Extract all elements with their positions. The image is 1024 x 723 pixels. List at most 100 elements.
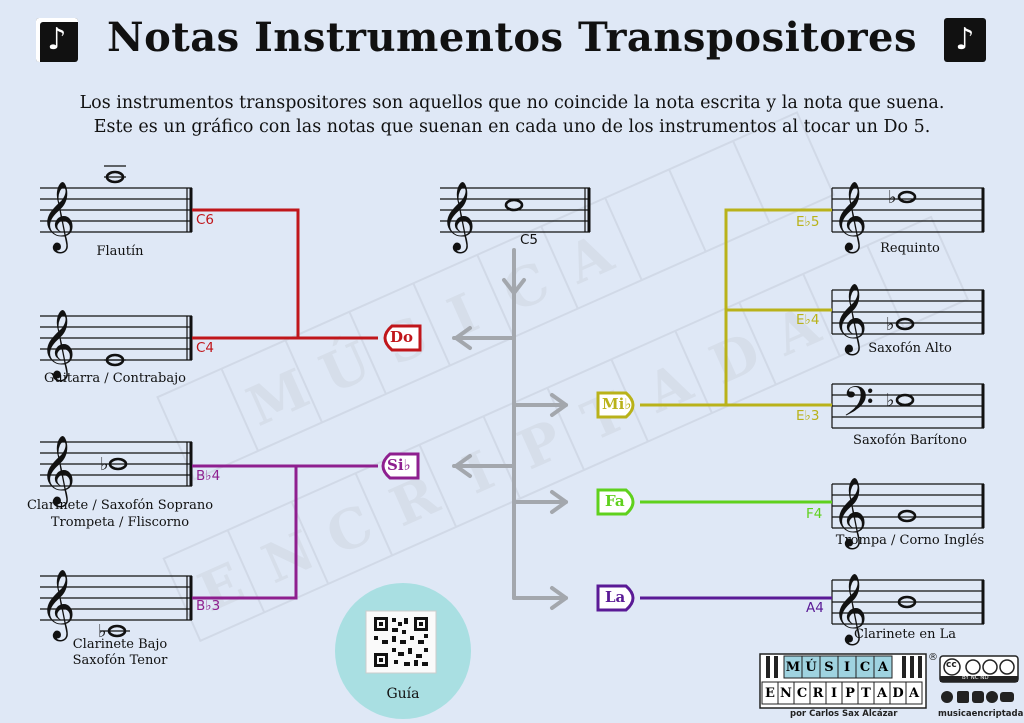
svg-text:C: C (317, 492, 382, 568)
logo (759, 653, 927, 709)
instrument-trompa: Trompa / Corno Inglés (835, 533, 985, 548)
instrument-clarinete-1: Clarinete / Saxofón Soprano (26, 498, 214, 513)
instrument-saxo-alto: Saxofón Alto (868, 341, 952, 356)
treble-clef-icon: 𝄞 (440, 181, 475, 253)
qr-label: Guía (386, 686, 420, 702)
flat-icon: ♭ (886, 314, 895, 335)
instrument-clarinete-la: Clarinete en La (854, 627, 956, 642)
svg-text:Ú: Ú (311, 328, 380, 406)
gate-label-fa: Fa (605, 492, 625, 510)
flat-icon: ♭ (888, 187, 897, 208)
gray-connectors (452, 248, 568, 610)
treble-clef-icon: 𝄞 (40, 569, 75, 641)
logo-letter: S (824, 660, 834, 675)
logo-letter: N (780, 686, 792, 701)
flat-icon: ♭ (100, 454, 109, 475)
logo-letter: C (796, 686, 808, 701)
gate-mib (596, 391, 635, 419)
cc-license-badge[interactable] (939, 655, 1019, 683)
instrument-flautin: Flautín (96, 244, 144, 259)
qr-code-icon[interactable] (374, 617, 428, 667)
wires-do (192, 208, 378, 340)
cc-badge-labels: BY NC ND (962, 675, 989, 681)
logo-letter: C (859, 660, 871, 675)
page-title: Notas Instrumentos Transpositores (107, 14, 917, 61)
intro-line-1: Los instrumentos transpositores son aque… (79, 93, 945, 113)
logo-letter: I (843, 660, 851, 675)
wires-sib (192, 464, 378, 600)
note-clarinete-bajo: B♭3 (196, 598, 221, 614)
note-requinto: E♭5 (796, 214, 820, 230)
logo-row-2: E N C R I P T A D A (762, 683, 922, 705)
staff-trompa (831, 483, 985, 529)
logo-letter: R (812, 686, 824, 701)
logo-letter: A (877, 660, 889, 675)
gate-sib (381, 452, 420, 480)
treble-clef-icon: 𝄞 (832, 573, 867, 645)
logo-letter: T (861, 686, 871, 701)
gate-do (383, 324, 422, 352)
gate-la (596, 584, 635, 612)
staff-clarinete-bajo (40, 575, 193, 632)
svg-text:A: A (636, 349, 702, 425)
whole-note (105, 353, 125, 367)
staff-clarinete (40, 441, 193, 487)
treble-clef-icon: 𝄞 (832, 181, 867, 253)
logo-letter: A (908, 686, 920, 701)
logo-letter: A (876, 686, 888, 701)
whole-note (897, 595, 917, 609)
treble-clef-icon: 𝄞 (832, 477, 867, 549)
note-saxo-baritono: E♭3 (796, 408, 820, 424)
svg-text:D: D (700, 319, 769, 397)
whole-note (895, 393, 915, 407)
instrument-clarinete-bajo-2: Saxofón Tenor (72, 653, 168, 668)
gate-label-mib: Mi♭ (602, 395, 632, 413)
instrument-clarinete-2: Trompeta / Fliscorno (50, 515, 190, 530)
staff-requinto (831, 187, 985, 233)
gate-label-do: Do (390, 328, 414, 346)
cc-badge-text: cc (946, 660, 957, 670)
bass-clef-icon: 𝄢 (842, 378, 874, 436)
svg-text:N: N (253, 517, 324, 596)
intro-line-2: Este es un gráfico con las notas que sue… (93, 117, 931, 137)
staff-saxo-alto (831, 289, 985, 335)
staff-flautin (40, 165, 193, 233)
note-clarinete-la: A4 (806, 600, 824, 616)
note-guitarra: C4 (196, 340, 215, 356)
whole-note (895, 317, 915, 331)
author-credit: por Carlos Sax Alcázar (790, 709, 898, 719)
watermark: MÚS ICA ENC RIP TAD A (156, 111, 970, 643)
gate-label-la: La (605, 588, 626, 606)
logo-letter: E (765, 686, 775, 701)
instrument-requinto: Requinto (880, 241, 940, 256)
whole-note (108, 457, 128, 471)
logo-row-1: M Ú S I C A (784, 657, 892, 679)
whole-note (504, 198, 524, 212)
treble-clef-icon: 𝄞 (40, 435, 75, 507)
website-link[interactable]: musicaencriptada.es (938, 709, 1024, 719)
flat-icon: ♭ (886, 390, 895, 411)
note-trompa: F4 (806, 506, 823, 522)
staff-guitarra (40, 315, 193, 361)
whole-note (107, 624, 127, 638)
svg-text:A: A (764, 292, 830, 368)
whole-note (897, 190, 917, 204)
music-book-icon-left: ♪ (36, 18, 78, 62)
music-book-icon-right: ♪ (944, 18, 986, 62)
note-saxo-alto: E♭4 (796, 312, 820, 328)
logo-letter: M (785, 660, 801, 675)
treble-clef-icon: 𝄞 (40, 309, 75, 381)
registered-mark: ® (928, 652, 938, 663)
social-icons[interactable] (941, 691, 1014, 703)
logo-letter: I (830, 686, 838, 701)
logo-letter: P (845, 686, 855, 701)
wires-mib (640, 208, 832, 407)
source-note: C5 (520, 232, 539, 248)
staff-clarinete-la (831, 579, 985, 625)
instrument-guitarra: Guitarra / Contrabajo (44, 371, 186, 386)
logo-letter: Ú (805, 660, 817, 675)
logo-letter: D (892, 686, 904, 701)
gate-fa (596, 488, 635, 516)
svg-text:P: P (509, 407, 572, 482)
